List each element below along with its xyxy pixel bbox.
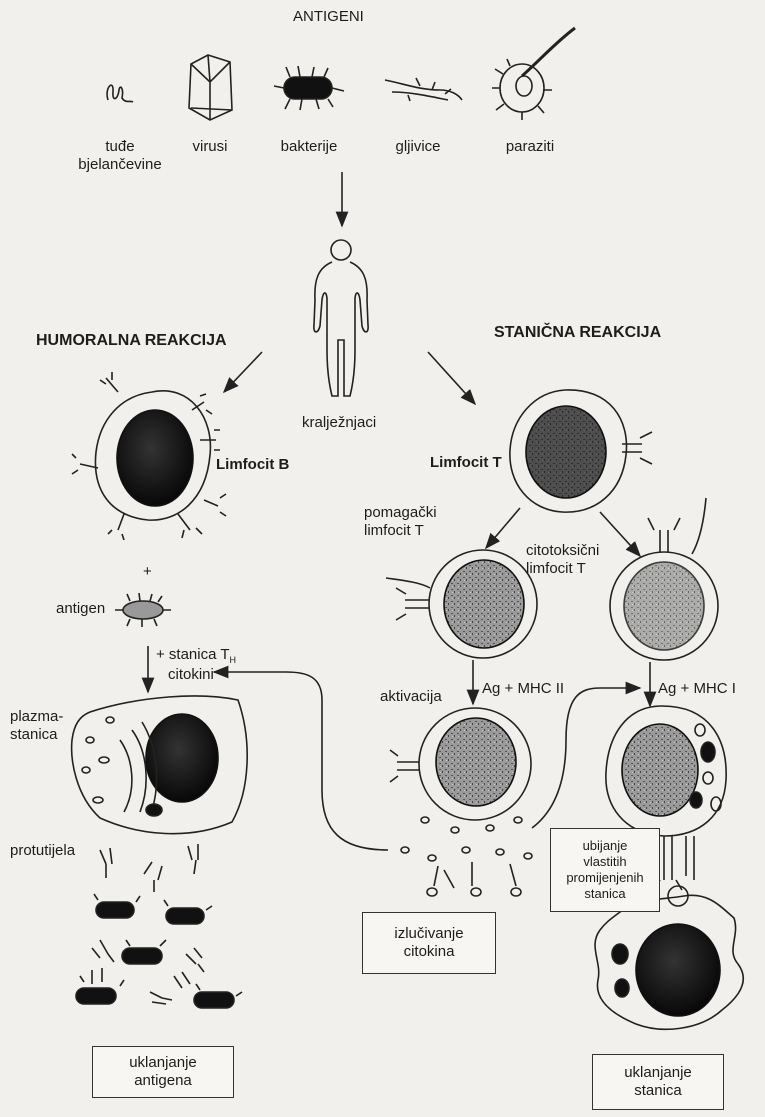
host-label: kralježnjaci — [302, 414, 376, 432]
activated-helper-t-cell — [390, 708, 531, 820]
parasite-icon — [492, 28, 575, 120]
t-lymphocyte-cell — [510, 390, 652, 512]
cellular-title: STANIČNA REAKCIJA — [494, 324, 661, 342]
antigen-label-proteins: tuđe bjelančevine — [70, 138, 170, 174]
antigen-label-viruses: virusi — [180, 138, 240, 156]
fungus-icon — [385, 78, 462, 101]
b-lymphocyte-label: Limfocit B — [216, 456, 289, 474]
protein-icon — [107, 85, 133, 102]
plus-sign: + — [143, 563, 152, 581]
t-lymphocyte-label: Limfocit T — [430, 454, 502, 472]
cytokines-label: citokini — [168, 666, 214, 684]
diagram-title: ANTIGENI — [293, 8, 364, 26]
plasma-cell-label: plazma- stanica — [10, 708, 63, 744]
antigen-label: antigen — [56, 600, 105, 618]
antigen-bacterium — [115, 593, 171, 627]
antigen-removal-box: uklanjanje antigena — [92, 1046, 234, 1098]
cytotoxic-t-cell — [610, 498, 718, 660]
b-lymphocyte-cell — [72, 372, 226, 540]
helper-t-cell — [386, 550, 537, 658]
antibodies-and-antigens — [76, 844, 242, 1008]
ag-mhc1-label: Ag + MHC I — [658, 680, 736, 698]
human-figure-icon — [314, 240, 368, 396]
antigen-label-bacteria: bakterije — [264, 138, 354, 156]
humoral-title: HUMORALNA REAKCIJA — [36, 332, 227, 350]
helper-t-subscript: H — [230, 655, 237, 665]
kill-altered-cells-box: ubijanje vlastitih promijenjenih stanica — [550, 828, 660, 912]
activation-label: aktivacija — [380, 688, 442, 706]
antigen-label-parasites: paraziti — [490, 138, 570, 156]
cytokine-secretion-box: izlučivanje citokina — [362, 912, 496, 974]
bacterium-icon — [274, 66, 344, 110]
helper-t-label-text: + stanica T — [156, 646, 230, 663]
ag-mhc2-label: Ag + MHC II — [482, 680, 564, 698]
helper-t-label: pomagački limfocit T — [364, 504, 437, 540]
cell-removal-box: uklanjanje stanica — [592, 1054, 724, 1110]
virus-icon — [189, 55, 232, 120]
cytokine-particles — [401, 817, 532, 896]
cytotoxic-t-label: citotoksični limfocit T — [526, 542, 599, 578]
antigen-label-fungi: gljivice — [378, 138, 458, 156]
plasma-cell — [72, 696, 248, 834]
antibodies-label: protutijela — [10, 842, 75, 860]
